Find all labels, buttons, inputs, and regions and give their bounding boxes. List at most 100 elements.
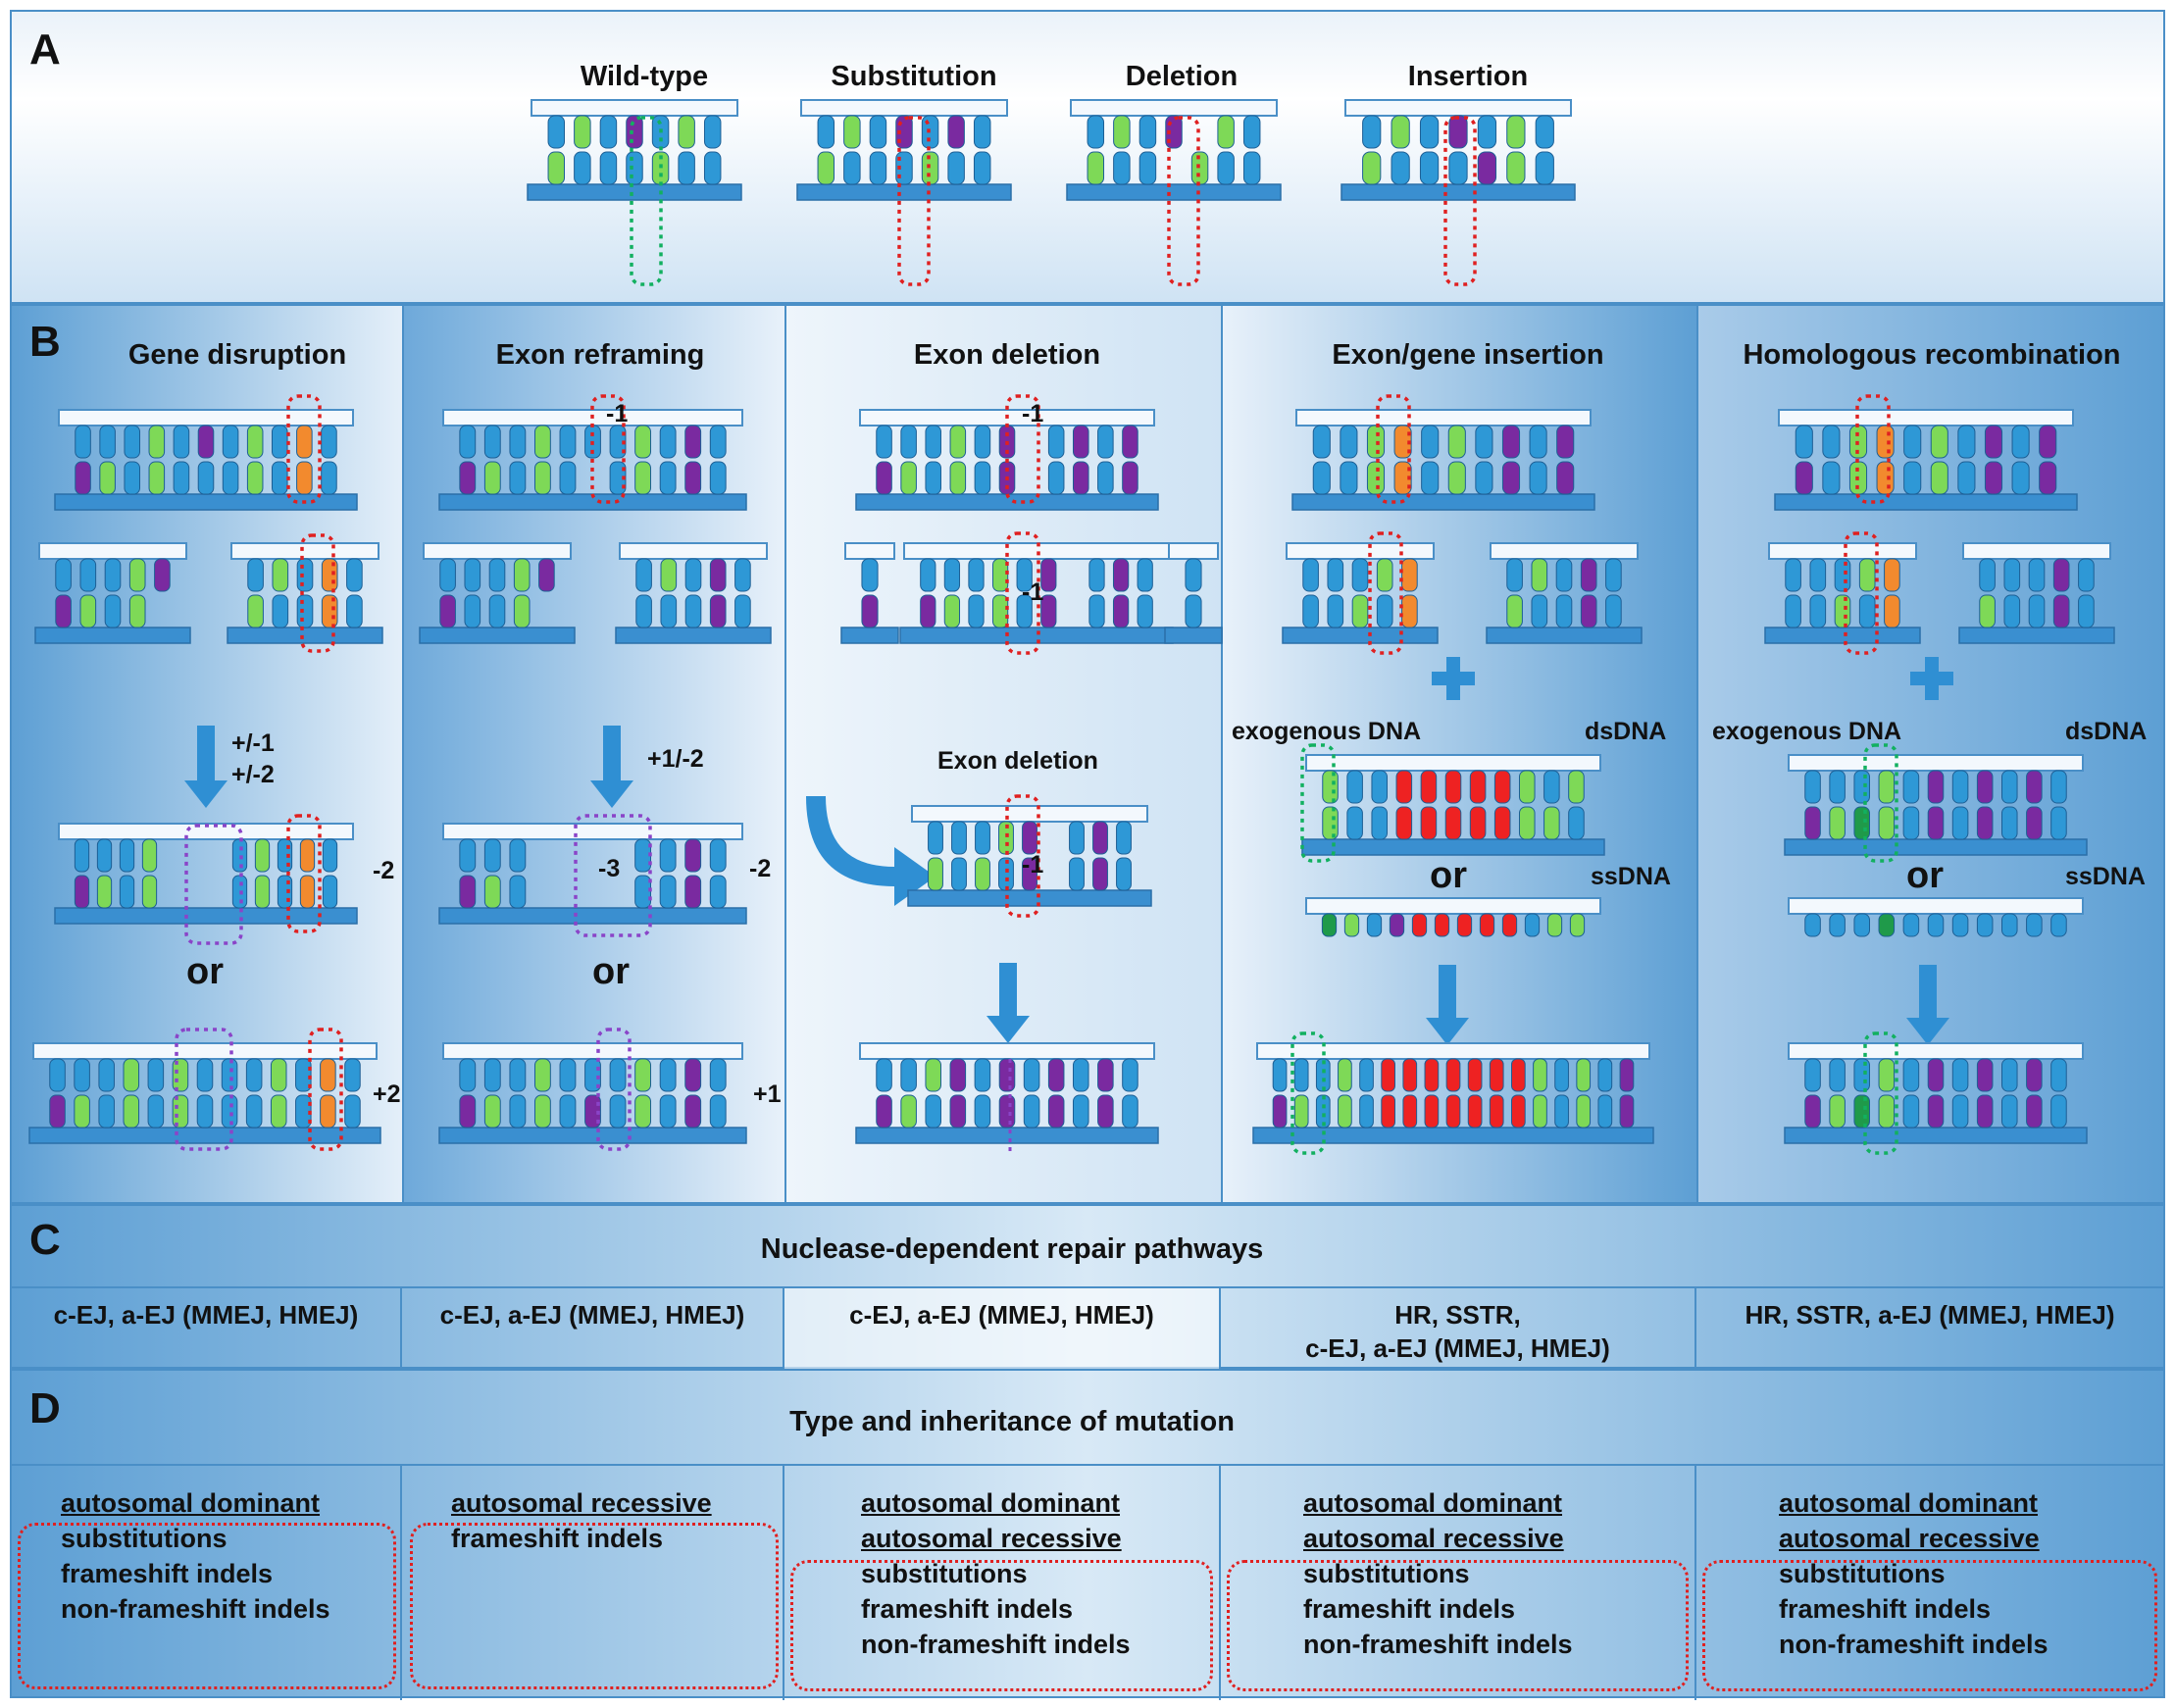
nucleotide-upper — [1927, 770, 1945, 804]
nucleotide-lower — [1016, 594, 1033, 628]
nucleotide-upper — [634, 838, 652, 873]
nucleotide-lower — [272, 594, 289, 628]
nucleotide-lower — [1448, 151, 1468, 185]
nucleotide-lower — [246, 461, 264, 495]
dna-top-strand — [58, 823, 354, 840]
nucleotide-lower — [1338, 1094, 1352, 1129]
nucleotide-upper — [1475, 425, 1493, 459]
nucleotide-upper — [1546, 913, 1563, 937]
nucleotide-lower — [973, 151, 991, 185]
nucleotide-lower — [459, 461, 477, 495]
nucleotide-upper — [734, 558, 751, 592]
mutation-cell-exon-insertion: autosomal dominant autosomal recessive s… — [1221, 1466, 1696, 1700]
ed-mid-label: -1 — [1022, 851, 1044, 879]
nucleotide-lower — [2000, 806, 2018, 840]
nucleotide-lower — [96, 875, 113, 909]
nucleotide-upper — [876, 425, 892, 459]
nucleotide-upper — [533, 1058, 551, 1092]
nucleotide-upper — [247, 558, 264, 592]
nucleotide-upper — [1493, 770, 1511, 804]
nucleotide-lower — [1467, 1094, 1483, 1129]
nucleotide-lower — [79, 594, 97, 628]
dna-bottom-strand — [1164, 627, 1223, 644]
nucleotide-upper — [1402, 1058, 1418, 1092]
nucleotide-upper — [74, 1058, 90, 1092]
cut-site-marker — [1376, 394, 1411, 504]
nucleotide-lower — [1402, 1094, 1418, 1129]
nucleotide-upper — [943, 558, 961, 592]
nucleotide-upper — [1809, 558, 1827, 592]
gd-shift-label: +/-1 — [231, 729, 275, 757]
nucleotide-upper — [1359, 1058, 1374, 1092]
nucleotide-lower — [321, 461, 337, 495]
ei-or-label: or — [1430, 855, 1467, 896]
inheritance-label: autosomal recessive — [451, 1488, 712, 1518]
nucleotide-lower — [119, 875, 135, 909]
dna-bottom-strand — [840, 627, 899, 644]
nucleotide-upper — [1047, 1058, 1065, 1092]
nucleotide-lower — [74, 875, 90, 909]
mutation-type-line: non-frameshift indels — [1779, 1630, 2049, 1659]
nucleotide-upper — [2003, 558, 2021, 592]
nucleotide-lower — [876, 461, 892, 495]
nucleotide-lower — [1580, 594, 1597, 628]
nucleotide-lower — [1362, 151, 1382, 185]
nucleotide-upper — [459, 1058, 477, 1092]
nucleotide-upper — [2026, 1058, 2043, 1092]
nucleotide-upper — [684, 1058, 702, 1092]
nucleotide-lower — [1858, 594, 1876, 628]
nucleotide-upper — [55, 558, 72, 592]
er-top-label: -1 — [606, 400, 629, 427]
nucleotide-lower — [920, 594, 936, 628]
dna-bottom-strand — [1340, 183, 1576, 201]
nucleotide-lower — [2026, 1094, 2043, 1129]
nucleotide-lower — [509, 1094, 527, 1129]
dna-bottom-strand — [28, 1127, 381, 1144]
nucleotide-upper — [96, 838, 113, 873]
nucleotide-lower — [1804, 806, 1821, 840]
nucleotide-lower — [459, 875, 477, 909]
nucleotide-upper — [925, 425, 942, 459]
nucleotide-lower — [609, 1094, 627, 1129]
dna-top-strand — [859, 1042, 1155, 1060]
repair-cell-gene-disruption: c-EJ, a-EJ (MMEJ, HMEJ) — [12, 1288, 402, 1371]
panel-a-mutation-types: A Wild-type Substitution Deletion Insert… — [10, 10, 2165, 304]
nucleotide-lower — [709, 1094, 727, 1129]
nucleotide-upper — [488, 558, 506, 592]
nucleotide-upper — [1804, 770, 1821, 804]
plus-sign — [1925, 657, 1939, 700]
nucleotide-lower — [1087, 151, 1105, 185]
nucleotide-upper — [320, 1058, 336, 1092]
mutation-cell-exon-reframing: autosomal recessive frameshift indels — [402, 1466, 784, 1700]
nucleotide-upper — [75, 425, 91, 459]
dna-bottom-strand — [1301, 838, 1605, 856]
cut-site-marker — [590, 394, 626, 504]
nucleotide-lower — [1951, 806, 1969, 840]
nucleotide-upper — [1340, 425, 1358, 459]
nucleotide-lower — [75, 461, 91, 495]
nucleotide-upper — [559, 1058, 577, 1092]
nucleotide-lower — [1976, 806, 1994, 840]
nucleotide-upper — [148, 425, 166, 459]
nucleotide-upper — [1469, 770, 1487, 804]
nucleotide-upper — [1272, 1058, 1288, 1092]
wild-type-title: Wild-type — [580, 61, 709, 92]
nucleotide-lower — [172, 1094, 189, 1129]
nucleotide-lower — [148, 461, 166, 495]
nucleotide-lower — [925, 1094, 942, 1129]
nucleotide-upper — [1979, 558, 1996, 592]
nucleotide-lower — [1447, 461, 1466, 495]
nucleotide-upper — [1976, 770, 1994, 804]
nucleotide-lower — [574, 151, 591, 185]
nucleotide-lower — [1122, 1094, 1138, 1129]
nucleotide-upper — [634, 425, 652, 459]
nucleotide-lower — [943, 594, 961, 628]
nucleotide-upper — [659, 425, 677, 459]
nucleotide-upper — [1524, 913, 1541, 937]
nucleotide-lower — [678, 151, 695, 185]
nucleotide-lower — [1376, 594, 1393, 628]
dna-top-strand — [800, 99, 1008, 117]
nucleotide-upper — [1829, 913, 1846, 937]
nucleotide-upper — [1393, 425, 1412, 459]
nucleotide-lower — [709, 461, 727, 495]
